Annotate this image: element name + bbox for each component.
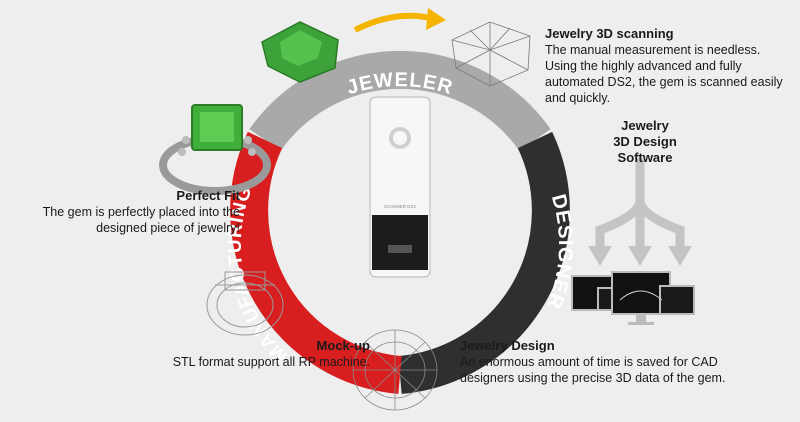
scanner-brand: SCANNER DS2 bbox=[384, 204, 417, 209]
jewelry-3d-design-software-text: Jewelry 3D Design Software bbox=[590, 118, 700, 166]
perfect-fit-text: Perfect Fit The gem is perfectly placed … bbox=[20, 188, 240, 236]
jewelry-3d-scanning-body: The manual measurement is needless. Usin… bbox=[545, 43, 783, 105]
designer-segment bbox=[398, 131, 570, 394]
wireframe-ring-icon bbox=[206, 271, 284, 336]
jeweler-label: JEWELER bbox=[344, 69, 455, 99]
mock-up-body: STL format support all RP machine. bbox=[172, 355, 370, 369]
cycle-arrow-icon bbox=[353, 8, 446, 33]
jewelry-design-body: An enormous amount of time is saved for … bbox=[460, 355, 726, 385]
jeweler-segment bbox=[249, 50, 551, 152]
mock-up-title: Mock-up bbox=[316, 338, 370, 353]
jewelry-design-text: Jewelry Design An enormous amount of tim… bbox=[460, 338, 750, 386]
green-gem-icon bbox=[261, 21, 339, 83]
split-arrow-icon bbox=[595, 157, 685, 253]
perfect-fit-title: Perfect Fit bbox=[176, 188, 240, 203]
mock-up-text: Mock-up STL format support all RP machin… bbox=[110, 338, 370, 370]
jewelry-3d-scanning-text: Jewelry 3D scanning The manual measureme… bbox=[545, 26, 795, 106]
mesh-ring-icon bbox=[352, 329, 438, 411]
jewelry-3d-scanning-title: Jewelry 3D scanning bbox=[545, 26, 674, 41]
jewelry-3d-design-software-line1: Jewelry bbox=[621, 118, 669, 133]
ring-with-gem-icon bbox=[159, 104, 271, 195]
scanner-device: SCANNER DS2 bbox=[369, 96, 431, 278]
perfect-fit-body: The gem is perfectly placed into the des… bbox=[42, 205, 240, 235]
jewelry-design-title: Jewelry Design bbox=[460, 338, 555, 353]
split-arrow-heads bbox=[588, 246, 692, 266]
jewelry-3d-design-software-line2: 3D Design Software bbox=[613, 134, 677, 165]
wireframe-gem-icon bbox=[451, 21, 531, 87]
monitors-icon bbox=[571, 271, 695, 325]
